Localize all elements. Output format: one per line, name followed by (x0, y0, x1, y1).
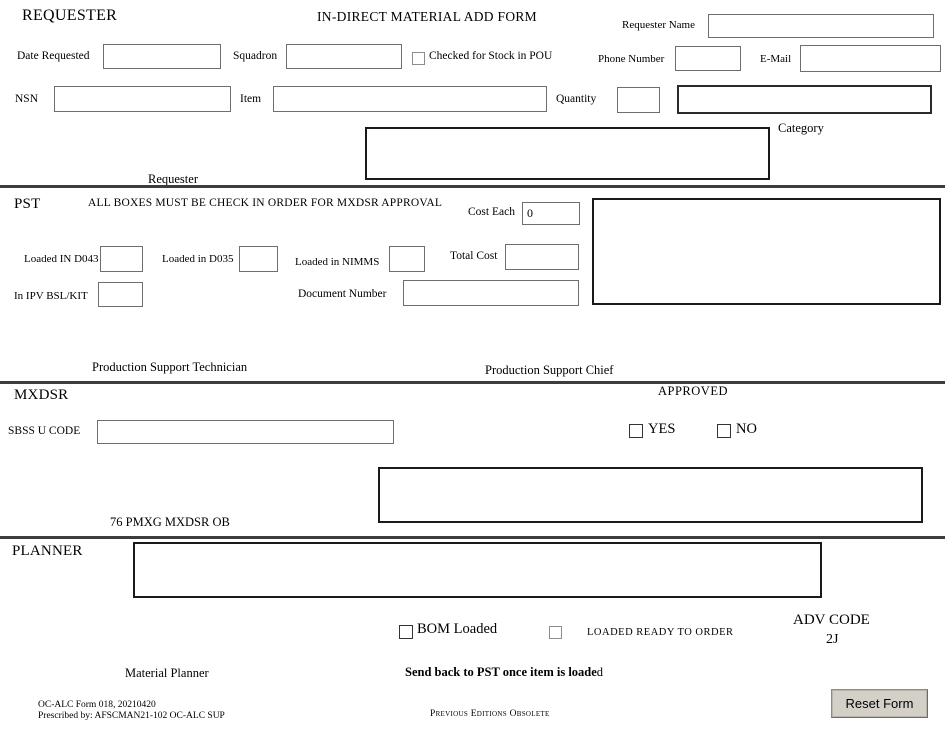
total-cost-input[interactable] (505, 244, 579, 270)
item-input[interactable] (273, 86, 547, 112)
section-heading-requester: REQUESTER (22, 7, 118, 24)
document-number-input[interactable] (403, 280, 579, 306)
prescribed-by: Prescribed by: AFSCMAN21-102 OC-ALC SUP (38, 711, 225, 721)
email-input[interactable] (800, 45, 941, 72)
approved-yes-label: YES (648, 421, 676, 437)
form-title: IN-DIRECT MATERIAL ADD FORM (317, 9, 537, 24)
reset-form-button[interactable]: Reset Form (831, 689, 928, 718)
ipv-bsl-kit-input[interactable] (98, 282, 143, 307)
date-requested-label: Date Requested (17, 50, 90, 62)
form-number: OC-ALC Form 018, 20210420 (38, 700, 156, 710)
squadron-input[interactable] (286, 44, 402, 69)
checked-stock-pou-label: Checked for Stock in POU (429, 50, 553, 62)
adv-code-label: ADV CODE (793, 612, 870, 628)
approved-no-label: NO (736, 421, 757, 437)
material-planner-label: Material Planner (125, 666, 209, 680)
ipv-bsl-kit-label: In IPV BSL/KIT (14, 290, 88, 302)
loaded-d035-label: Loaded in D035 (162, 253, 234, 265)
total-cost-label: Total Cost (450, 250, 498, 262)
send-back-note-bold: Send back to PST once item is loade (405, 665, 597, 679)
mxdsr-remarks-box[interactable] (378, 467, 923, 523)
loaded-d035-input[interactable] (239, 246, 278, 272)
squadron-label: Squadron (233, 50, 278, 62)
item-label: Item (240, 93, 262, 105)
production-support-technician-label: Production Support Technician (92, 360, 248, 374)
loaded-d043-label: Loaded IN D043 (24, 253, 99, 265)
loaded-nimms-label: Loaded in NIMMS (295, 256, 380, 268)
section-divider-3 (0, 536, 945, 539)
requester-name-label: Requester Name (622, 19, 695, 31)
nsn-label: NSN (15, 93, 39, 105)
bom-loaded-label: BOM Loaded (417, 621, 498, 637)
pst-notice: ALL BOXES MUST BE CHECK IN ORDER FOR MXD… (88, 197, 443, 209)
cost-each-label: Cost Each (468, 206, 515, 218)
approved-label: APPROVED (658, 384, 728, 398)
obsolete-note: Previous Editions Obsolete (430, 709, 550, 719)
production-support-chief-label: Production Support Chief (485, 363, 614, 377)
loaded-ready-label: LOADED READY TO ORDER (587, 627, 734, 638)
adv-code-value: 2J (826, 632, 839, 647)
checked-stock-pou-checkbox[interactable] (412, 52, 425, 65)
section-divider-2 (0, 381, 945, 384)
pmxg-mxdsr-ob-label: 76 PMXG MXDSR OB (110, 515, 230, 529)
section-heading-mxdsr: MXDSR (14, 387, 69, 403)
section-divider-1 (0, 185, 945, 188)
category-input[interactable] (677, 85, 932, 114)
approved-yes-checkbox[interactable] (629, 424, 643, 438)
requester-name-input[interactable] (708, 14, 934, 38)
sbss-u-code-label: SBSS U CODE (8, 425, 81, 437)
pst-remarks-box[interactable] (592, 198, 941, 305)
nsn-input[interactable] (54, 86, 231, 112)
document-number-label: Document Number (298, 288, 387, 300)
phone-number-label: Phone Number (598, 53, 665, 65)
phone-number-input[interactable] (675, 46, 741, 71)
sbss-u-code-input[interactable] (97, 420, 394, 444)
requester-signature-label: Requester (148, 172, 198, 186)
section-heading-pst: PST (14, 196, 41, 212)
loaded-nimms-input[interactable] (389, 246, 425, 272)
quantity-label: Quantity (556, 93, 597, 105)
email-label: E-Mail (760, 53, 792, 65)
bom-loaded-checkbox[interactable] (399, 625, 413, 639)
approved-no-checkbox[interactable] (717, 424, 731, 438)
loaded-d043-input[interactable] (100, 246, 143, 272)
date-requested-input[interactable] (103, 44, 221, 69)
requester-remarks-box[interactable] (365, 127, 770, 180)
send-back-note: Send back to PST once item is loaded (405, 665, 603, 680)
quantity-input[interactable] (617, 87, 660, 113)
section-heading-planner: PLANNER (12, 543, 83, 559)
cost-each-input[interactable] (522, 202, 580, 225)
send-back-note-tail: d (596, 665, 604, 679)
planner-remarks-box[interactable] (133, 542, 822, 598)
category-label: Category (778, 121, 824, 135)
loaded-ready-checkbox[interactable] (549, 626, 562, 639)
